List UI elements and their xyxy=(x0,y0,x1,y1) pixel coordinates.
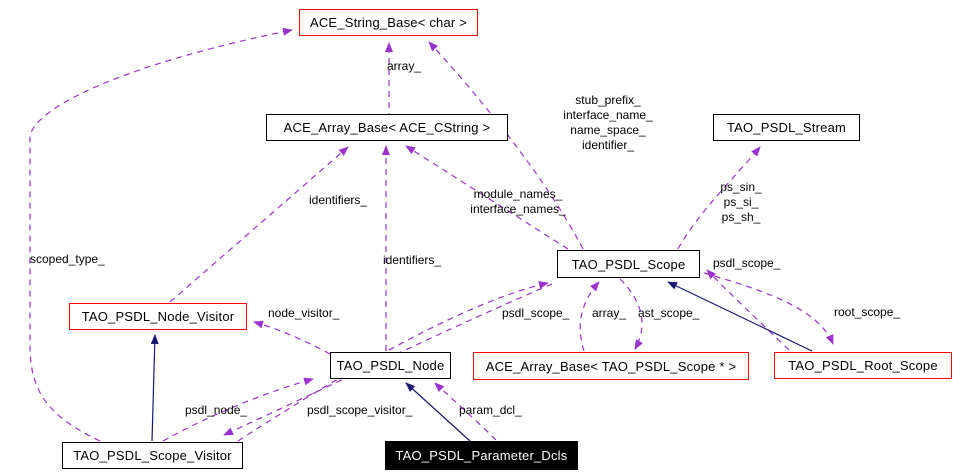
class-node-tao_psdl_parameter_dcls: TAO_PSDL_Parameter_Dcls xyxy=(385,441,578,470)
edge-label-line: name_space_ xyxy=(570,123,646,137)
class-node-tao_psdl_root_scope[interactable]: TAO_PSDL_Root_Scope xyxy=(774,352,952,379)
edge-label-identifiers_: identifiers_ xyxy=(309,193,368,207)
usage-edge-tao_psdl_scope-to-tao_psdl_stream xyxy=(677,146,761,250)
inheritance-edge-tao_psdl_scope_visitor-to-tao_psdl_node_visitor xyxy=(150,334,159,442)
edge-label-line: ps_si_ xyxy=(723,195,759,209)
edge-label-line: ps_sh_ xyxy=(721,210,761,224)
edge-label-psdl_scope_: psdl_scope_ xyxy=(502,306,570,320)
usage-edge-tao_psdl_scope_visitor-to-ace_string_base xyxy=(29,27,293,442)
usage-edge-tao_psdl_scope-to-ace_array_cstring xyxy=(405,145,569,250)
usage-edge-tao_psdl_scope-to-tao_psdl_scope_visitor xyxy=(223,283,553,436)
edge-label-psdl_scope_visitor_: psdl_scope_visitor_ xyxy=(307,403,413,417)
edge-label-line: stub_prefix_ xyxy=(575,93,641,107)
edge-label-line: module_names_ xyxy=(473,187,563,201)
edge-label-root_scope_: root_scope_ xyxy=(834,305,901,319)
usage-edge-tao_psdl_scope-to-ace_string_base xyxy=(428,41,584,250)
edge-label-ast_scope_: ast_scope_ xyxy=(638,306,700,320)
inheritance-edge-tao_psdl_root_scope-to-tao_psdl_scope xyxy=(667,281,813,352)
class-node-ace_array_scope[interactable]: ACE_Array_Base< TAO_PSDL_Scope * > xyxy=(473,352,749,380)
edge-label-line: identifier_ xyxy=(581,138,635,152)
usage-edge-tao_psdl_scope-to-ace_array_scope xyxy=(619,278,643,350)
edge-label-psdl_scope_: psdl_scope_ xyxy=(713,256,781,270)
edge-label-module_names_: module_names_interface_names_ xyxy=(470,187,565,217)
inheritance-edge-tao_psdl_parameter_dcls-to-tao_psdl_node xyxy=(405,382,471,442)
edge-label-param_dcl_: param_dcl_ xyxy=(459,403,522,417)
edge-label-stub_prefix_: stub_prefix_interface_name_name_space_id… xyxy=(563,93,652,153)
class-node-ace_array_cstring[interactable]: ACE_Array_Base< ACE_CString > xyxy=(266,114,508,141)
class-node-tao_psdl_scope_visitor[interactable]: TAO_PSDL_Scope_Visitor xyxy=(62,442,243,469)
edge-label-psdl_node_: psdl_node_ xyxy=(185,403,248,417)
usage-edge-tao_psdl_node_visitor-to-ace_array_cstring xyxy=(169,146,349,303)
edge-label-ps_sin_: ps_sin_ps_si_ps_sh_ xyxy=(720,180,761,225)
edge-label-array_: array_ xyxy=(592,306,627,320)
edge-label-node_visitor_: node_visitor_ xyxy=(268,306,340,320)
usage-edge-tao_psdl_scope_visitor-to-tao_psdl_scope xyxy=(237,281,549,442)
usage-edge-tao_psdl_scope_visitor-to-tao_psdl_node xyxy=(162,377,314,442)
usage-edge-tao_psdl_root_scope-to-tao_psdl_scope xyxy=(706,269,790,351)
usage-edge-tao_psdl_node-to-tao_psdl_node_visitor xyxy=(253,320,331,355)
class-node-tao_psdl_node_visitor[interactable]: TAO_PSDL_Node_Visitor xyxy=(69,303,247,330)
edge-label-array_: array_ xyxy=(387,59,422,73)
class-node-tao_psdl_stream[interactable]: TAO_PSDL_Stream xyxy=(713,114,860,141)
class-node-tao_psdl_scope[interactable]: TAO_PSDL_Scope xyxy=(557,250,700,278)
edge-label-scoped_type_: scoped_type_ xyxy=(30,252,105,266)
class-node-ace_string_base[interactable]: ACE_String_Base< char > xyxy=(299,9,478,36)
usage-edge-ace_array_scope-to-tao_psdl_scope xyxy=(579,281,600,352)
edge-label-line: ps_sin_ xyxy=(720,180,762,194)
edge-label-identifiers_: identifiers_ xyxy=(383,253,442,267)
edge-label-line: interface_name_ xyxy=(563,108,653,122)
class-node-tao_psdl_node[interactable]: TAO_PSDL_Node xyxy=(330,352,451,379)
edge-label-line: interface_names_ xyxy=(470,202,566,216)
